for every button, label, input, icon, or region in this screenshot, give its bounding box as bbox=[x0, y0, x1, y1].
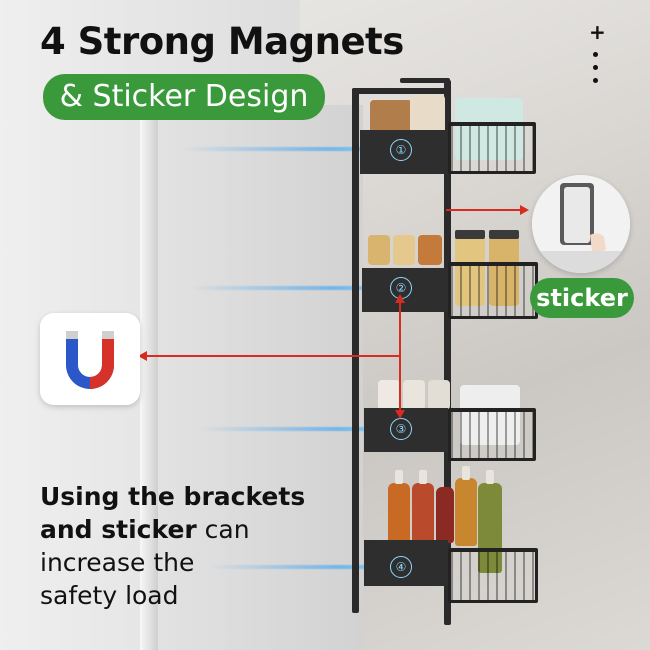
menu-dot bbox=[593, 65, 598, 70]
sticker-label: sticker bbox=[530, 278, 634, 318]
shelf-number-3: ③ bbox=[390, 418, 412, 440]
callout-line-2: and sticker can bbox=[40, 513, 305, 546]
shelf-number-4: ④ bbox=[390, 556, 412, 578]
spice-jar bbox=[489, 236, 519, 306]
shelf-number-1: ① bbox=[390, 139, 412, 161]
wire-basket-3 bbox=[448, 408, 536, 461]
rack-rail-right bbox=[444, 80, 451, 625]
sauce-bottle bbox=[388, 483, 410, 543]
fridge-door-edge bbox=[140, 105, 158, 650]
callout-line-1: Using the brackets bbox=[40, 480, 305, 513]
magnet-arrow-line bbox=[146, 355, 400, 357]
wire-basket-4 bbox=[448, 548, 538, 603]
sticker-illustration bbox=[532, 175, 630, 273]
jar-lid bbox=[455, 230, 485, 239]
bottle-cap bbox=[486, 470, 494, 484]
rack-hook bbox=[352, 88, 447, 94]
menu-dot bbox=[593, 52, 598, 57]
sticker-arrow-line bbox=[446, 209, 522, 211]
sauce-bottle bbox=[436, 487, 454, 543]
spice-jar bbox=[393, 235, 415, 265]
vertical-arrow-head-up bbox=[395, 294, 405, 303]
rack-rail-left bbox=[352, 88, 359, 613]
spice-jar bbox=[455, 236, 485, 306]
kebab-menu-icon[interactable]: + bbox=[585, 22, 609, 86]
load-callout-text: Using the brackets and sticker can incre… bbox=[40, 480, 305, 612]
menu-dot bbox=[593, 78, 598, 83]
magnet-beam-2 bbox=[190, 286, 395, 290]
magnet-beam-1 bbox=[180, 147, 395, 151]
plus-icon[interactable]: + bbox=[589, 20, 606, 44]
vertical-arrow-line bbox=[399, 300, 401, 412]
vertical-arrow-head-down bbox=[395, 410, 405, 419]
callout-regular-2: can bbox=[196, 515, 250, 544]
magnet-illustration bbox=[40, 313, 140, 405]
subtitle-pill: & Sticker Design bbox=[43, 74, 325, 120]
sauce-bottle bbox=[412, 483, 434, 543]
sticker-arrow-head bbox=[520, 205, 529, 215]
spice-jar bbox=[418, 235, 442, 265]
sauce-bottle bbox=[478, 483, 502, 573]
bottle-cap bbox=[462, 466, 470, 480]
sticker-pad-icon bbox=[532, 175, 630, 273]
fridge-side-panel bbox=[158, 105, 363, 650]
container-item bbox=[455, 98, 523, 160]
sauce-bottle bbox=[455, 478, 477, 546]
rack-top-bracket bbox=[400, 78, 450, 83]
horseshoe-magnet-icon bbox=[40, 313, 140, 405]
headline-title: 4 Strong Magnets bbox=[40, 20, 404, 63]
magnet-arrow-head bbox=[138, 351, 147, 361]
callout-bold-1: Using the brackets bbox=[40, 482, 306, 511]
jar-lid bbox=[489, 230, 519, 239]
spice-jar bbox=[403, 380, 425, 410]
spice-jar bbox=[368, 235, 390, 265]
container-item bbox=[460, 385, 520, 445]
callout-line-4: safety load bbox=[40, 581, 179, 610]
magnet-beam-4 bbox=[210, 565, 395, 569]
callout-line-3: increase the bbox=[40, 548, 195, 577]
callout-bold-2: and sticker bbox=[40, 515, 197, 544]
spice-jar bbox=[428, 380, 450, 410]
wire-basket-1 bbox=[448, 122, 536, 174]
spice-jar bbox=[378, 380, 400, 410]
bottle-cap bbox=[395, 470, 403, 484]
wire-basket-2 bbox=[448, 262, 538, 319]
bottle-cap bbox=[419, 470, 427, 484]
magnet-beam-3 bbox=[200, 427, 395, 431]
